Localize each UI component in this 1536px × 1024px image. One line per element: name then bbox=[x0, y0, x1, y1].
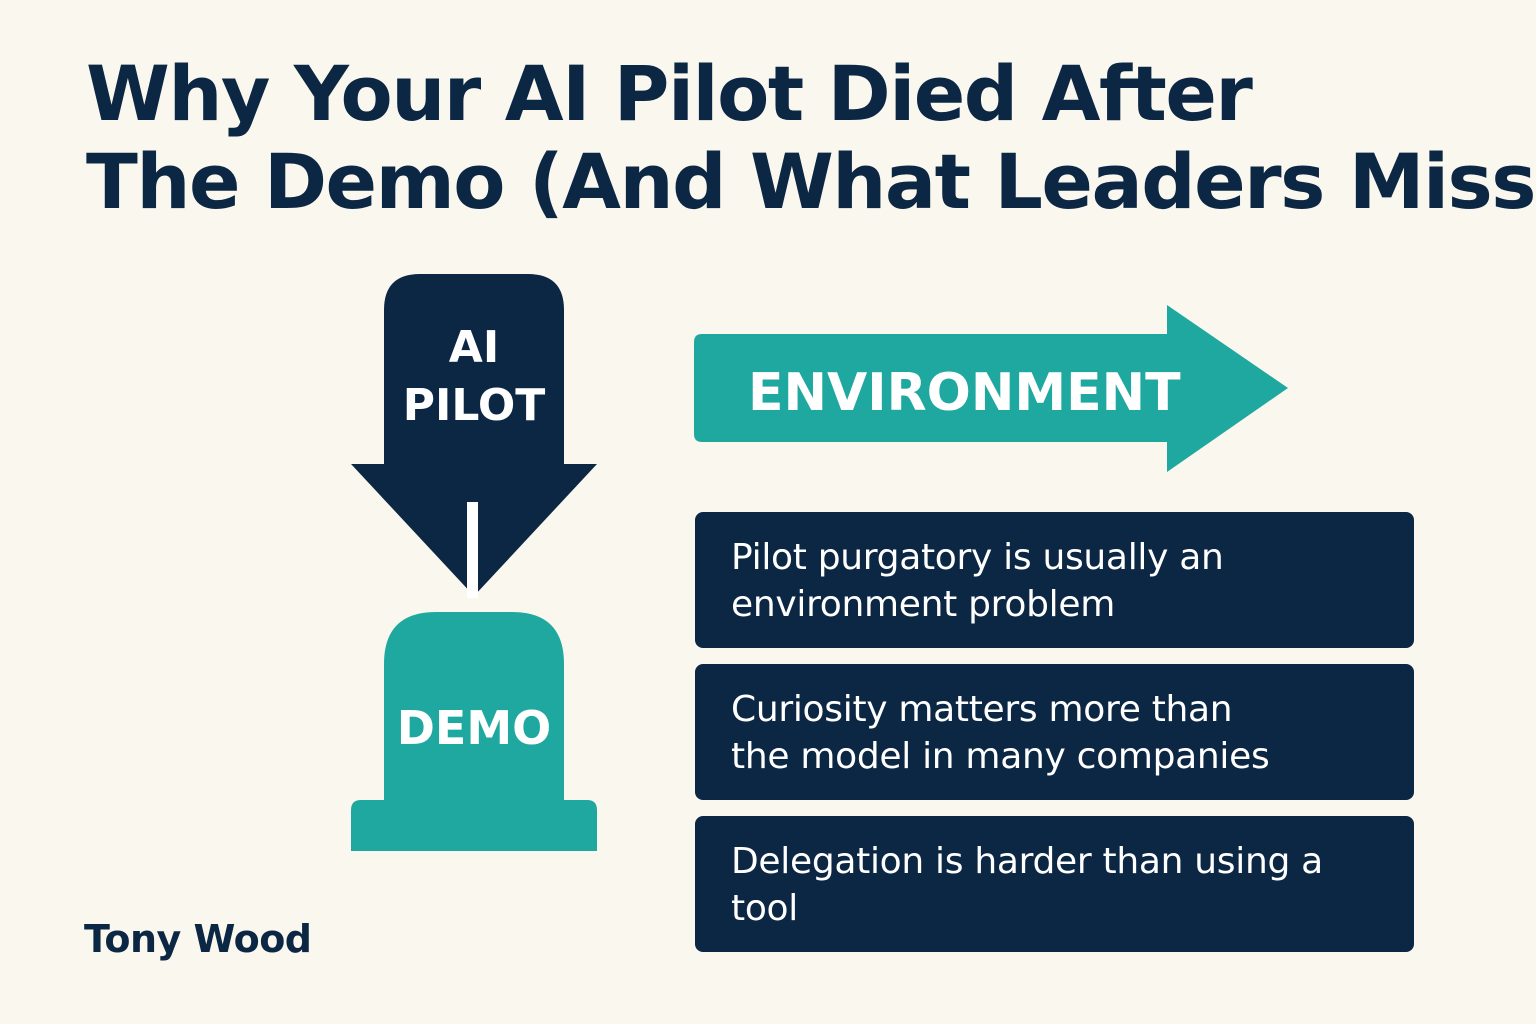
insight-card-text-line-1: Delegation is harder than using a bbox=[731, 841, 1323, 882]
insight-card: Curiosity matters more than the model in… bbox=[695, 664, 1414, 800]
insight-cards: Pilot purgatory is usually an environmen… bbox=[695, 512, 1414, 968]
insight-card-text-line-2: the model in many companies bbox=[731, 736, 1270, 777]
title-line-1: Why Your AI Pilot Died After bbox=[86, 49, 1253, 138]
pilot-arrow-stem-line bbox=[467, 502, 478, 598]
environment-arrow-shape bbox=[694, 305, 1288, 472]
insight-card-text-line-2: environment problem bbox=[731, 584, 1115, 625]
pilot-arrow-shape bbox=[351, 274, 597, 596]
insight-card-text-line-2: tool bbox=[731, 888, 798, 929]
title-line-2: The Demo (And What Leaders Miss) bbox=[86, 137, 1536, 226]
page-title: Why Your AI Pilot Died After The Demo (A… bbox=[86, 49, 1536, 226]
insight-card: Delegation is harder than using a tool bbox=[695, 816, 1414, 952]
pilot-arrow-label-line-1: AI bbox=[449, 322, 499, 373]
demo-tombstone-shape bbox=[351, 612, 597, 851]
environment-arrow-label: ENVIRONMENT bbox=[748, 363, 1181, 423]
author-name: Tony Wood bbox=[84, 917, 312, 961]
insight-card: Pilot purgatory is usually an environmen… bbox=[695, 512, 1414, 648]
insight-card-text-line-1: Pilot purgatory is usually an bbox=[731, 537, 1224, 578]
pilot-arrow-label-line-2: PILOT bbox=[403, 380, 546, 431]
insight-card-text-line-1: Curiosity matters more than bbox=[731, 689, 1233, 730]
demo-tombstone-label: DEMO bbox=[397, 701, 552, 755]
